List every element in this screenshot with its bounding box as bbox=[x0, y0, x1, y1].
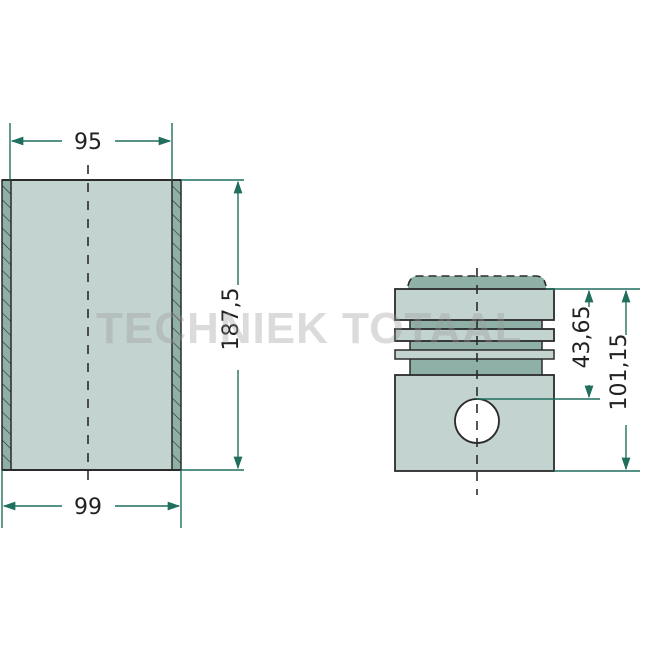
total-height-label: 101,15 bbox=[607, 334, 632, 411]
piston bbox=[394, 268, 555, 495]
liner-bore bbox=[10, 180, 172, 470]
piston-ring-2 bbox=[394, 328, 555, 342]
liner-length-label: 187,5 bbox=[219, 288, 244, 351]
liner-wall-left bbox=[1, 179, 12, 471]
dimension-outer-diameter: 99 bbox=[1, 470, 182, 528]
watermark: TECHNIEK TOTAAL bbox=[96, 304, 522, 353]
piston-crown bbox=[408, 276, 546, 289]
compression-height-label: 43,65 bbox=[570, 306, 595, 369]
piston-top-land bbox=[394, 288, 555, 321]
dimension-compression-height: 43,65 bbox=[477, 288, 640, 400]
dimension-liner-length: 187,5 bbox=[181, 179, 244, 471]
dimension-total-height: 101,15 bbox=[554, 289, 640, 472]
inner-diameter-label: 95 bbox=[74, 130, 102, 155]
piston-ring-3 bbox=[394, 349, 555, 360]
cylinder-liner bbox=[1, 165, 182, 485]
dimension-inner-diameter: 95 bbox=[9, 123, 173, 180]
outer-diameter-label: 99 bbox=[74, 495, 102, 520]
